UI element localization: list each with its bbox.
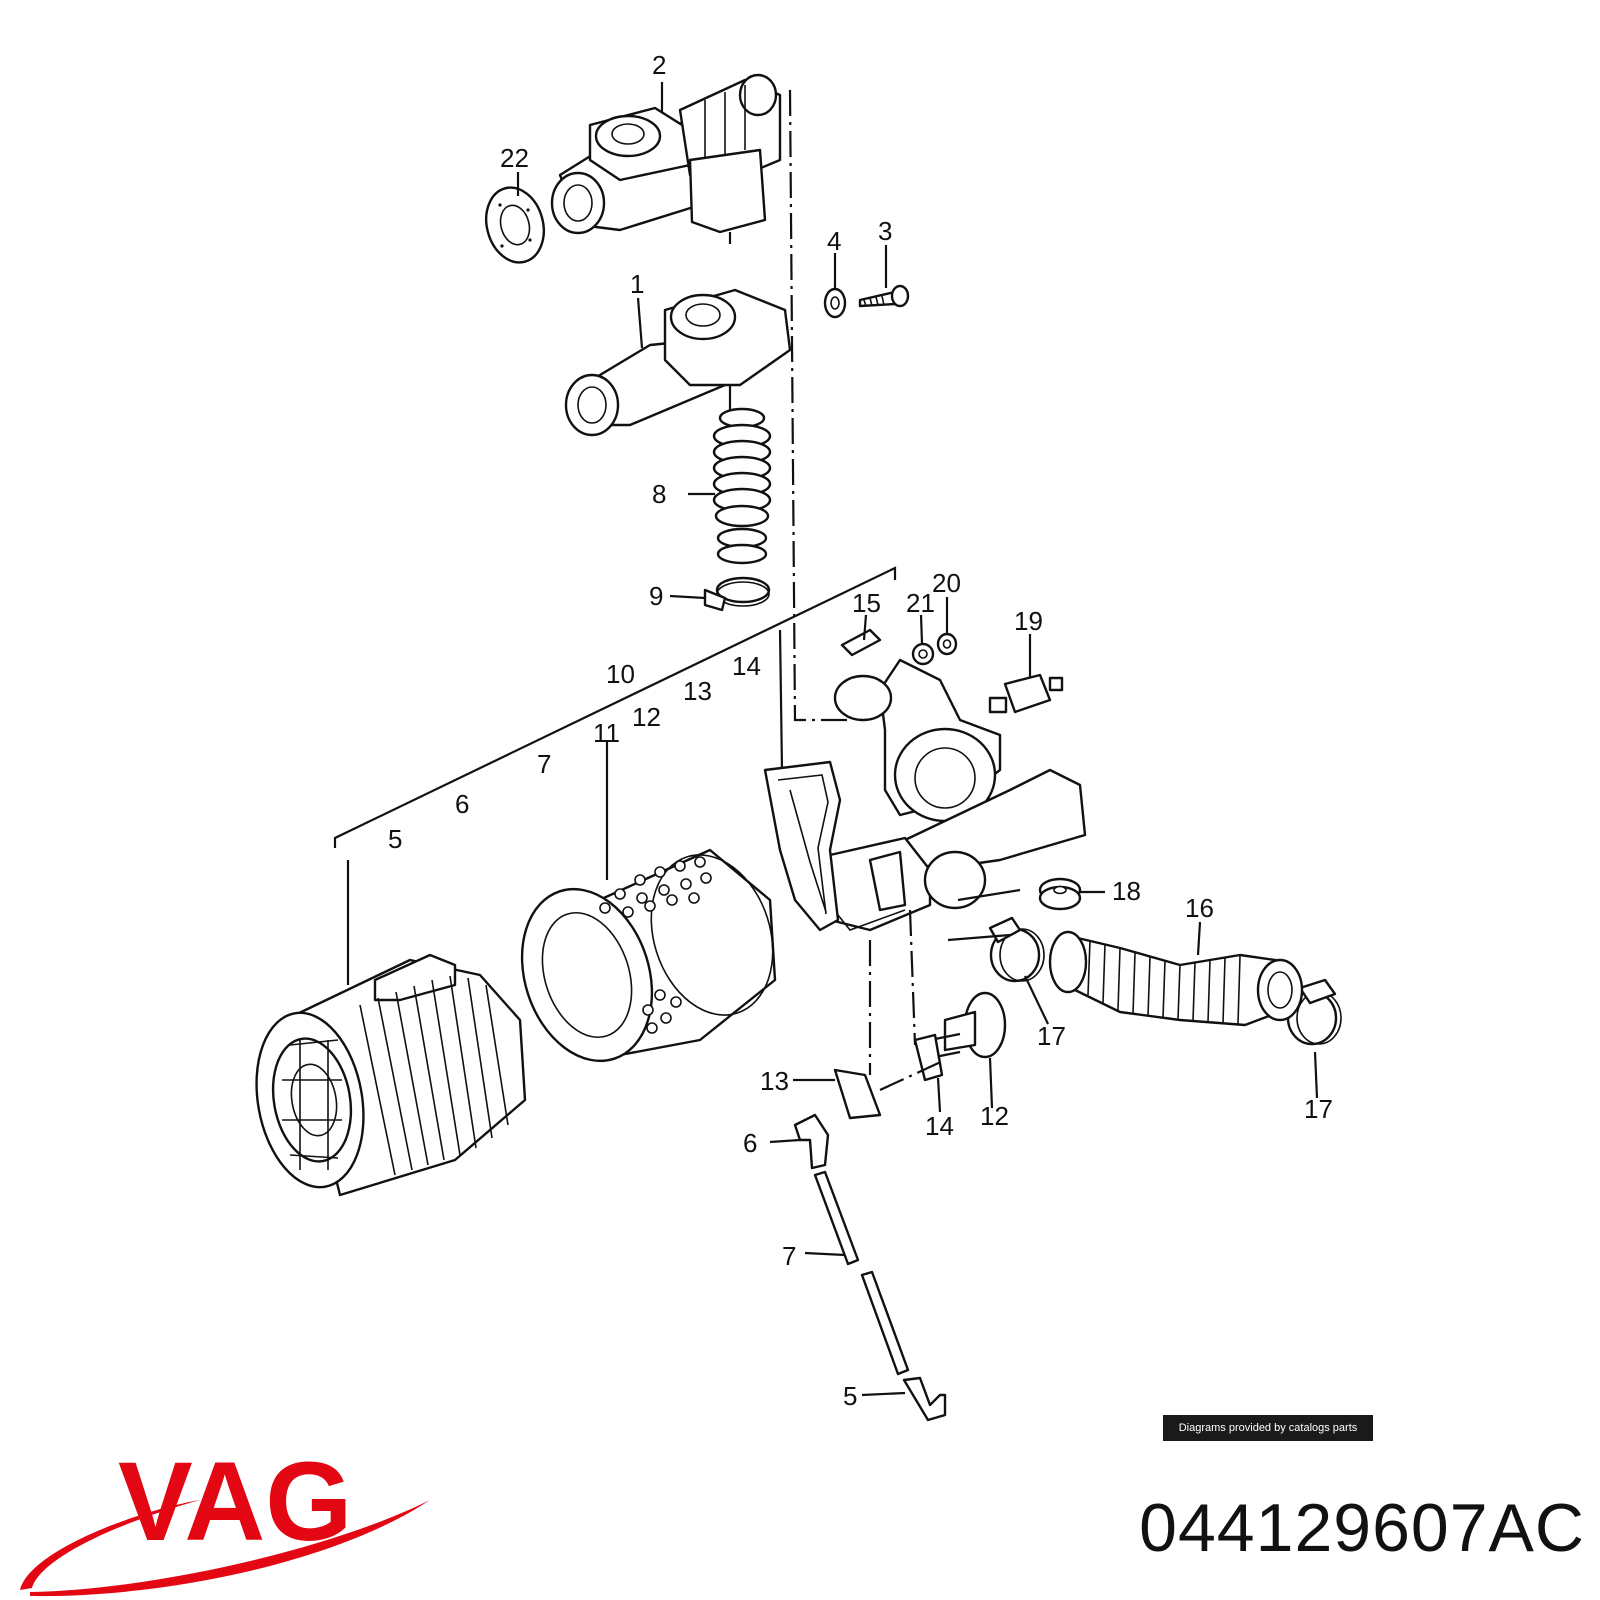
callout-13-part: 13 bbox=[760, 1066, 789, 1096]
part-7-tube-upper bbox=[813, 1170, 860, 1266]
callout-15: 15 bbox=[852, 588, 881, 618]
callout-18: 18 bbox=[1112, 876, 1141, 906]
part-14-clip bbox=[913, 1033, 944, 1082]
part-18-rubber-mount bbox=[1038, 877, 1082, 911]
callout-5-group: 5 bbox=[388, 824, 402, 854]
group-bracket-10 bbox=[333, 566, 897, 848]
part-4-washer bbox=[823, 287, 847, 319]
part-8-bellows-hose bbox=[712, 407, 772, 565]
part-10-filter-housing bbox=[763, 658, 1087, 932]
callout-2: 2 bbox=[652, 50, 666, 80]
callout-1: 1 bbox=[630, 269, 644, 299]
credit-banner: Diagrams provided by catalogs parts bbox=[1163, 1415, 1373, 1441]
callout-6-part: 6 bbox=[743, 1128, 757, 1158]
part-21-nut bbox=[911, 642, 935, 666]
callout-4: 4 bbox=[827, 226, 841, 256]
callout-11: 11 bbox=[593, 718, 620, 748]
callout-3: 3 bbox=[878, 216, 892, 246]
part-13-bracket bbox=[833, 1068, 882, 1120]
part-3-screw bbox=[858, 284, 910, 308]
callout-12-group: 12 bbox=[632, 702, 661, 732]
callout-8: 8 bbox=[652, 479, 666, 509]
callout-10: 10 bbox=[606, 659, 635, 689]
callout-22: 22 bbox=[500, 143, 529, 173]
callout-labels: 2 22 4 3 1 8 9 15 21 20 19 10 14 13 12 1… bbox=[388, 50, 1333, 1411]
callout-13-group: 13 bbox=[683, 676, 712, 706]
callout-14-part: 14 bbox=[925, 1111, 954, 1141]
part-15-gasket bbox=[840, 628, 882, 657]
part-20-washer bbox=[936, 632, 958, 656]
callout-7-part: 7 bbox=[782, 1241, 796, 1271]
callout-19: 19 bbox=[1014, 606, 1043, 636]
part-number: 044129607AC bbox=[1139, 1490, 1585, 1566]
part-9-hose-clamp bbox=[703, 576, 771, 612]
part-6-elbow bbox=[793, 1113, 830, 1170]
part-19-damper bbox=[988, 673, 1064, 714]
part-5-air-filter bbox=[255, 953, 527, 1197]
callout-7-group: 7 bbox=[537, 749, 551, 779]
callout-6-group: 6 bbox=[455, 789, 469, 819]
leader-lines bbox=[516, 82, 1319, 1397]
part-7-tube-lower bbox=[860, 1270, 910, 1376]
logo-text: VAG bbox=[118, 1440, 352, 1564]
part-22-seal-ring bbox=[485, 186, 545, 264]
part-17-clamp-upper bbox=[988, 916, 1045, 983]
callout-17-upper: 17 bbox=[1037, 1021, 1066, 1051]
callout-21: 21 bbox=[906, 588, 935, 618]
callout-12-part: 12 bbox=[980, 1101, 1009, 1131]
part-2-air-flow-meter bbox=[550, 73, 782, 244]
callout-14-group: 14 bbox=[732, 651, 761, 681]
callout-5-part: 5 bbox=[843, 1381, 857, 1411]
callout-16: 16 bbox=[1185, 893, 1214, 923]
part-16-intake-hose bbox=[1048, 930, 1304, 1027]
part-12-valve bbox=[929, 991, 1007, 1060]
center-line-upper bbox=[788, 89, 850, 722]
part-5-elbow bbox=[902, 1376, 947, 1422]
callout-20: 20 bbox=[932, 568, 961, 598]
filter-perforations bbox=[599, 856, 712, 1034]
callout-17-lower: 17 bbox=[1304, 1094, 1333, 1124]
callout-9: 9 bbox=[649, 581, 663, 611]
part-1-housing bbox=[564, 288, 792, 437]
vag-logo: VAG bbox=[20, 1440, 430, 1597]
part-11-filter-element bbox=[520, 848, 777, 1063]
